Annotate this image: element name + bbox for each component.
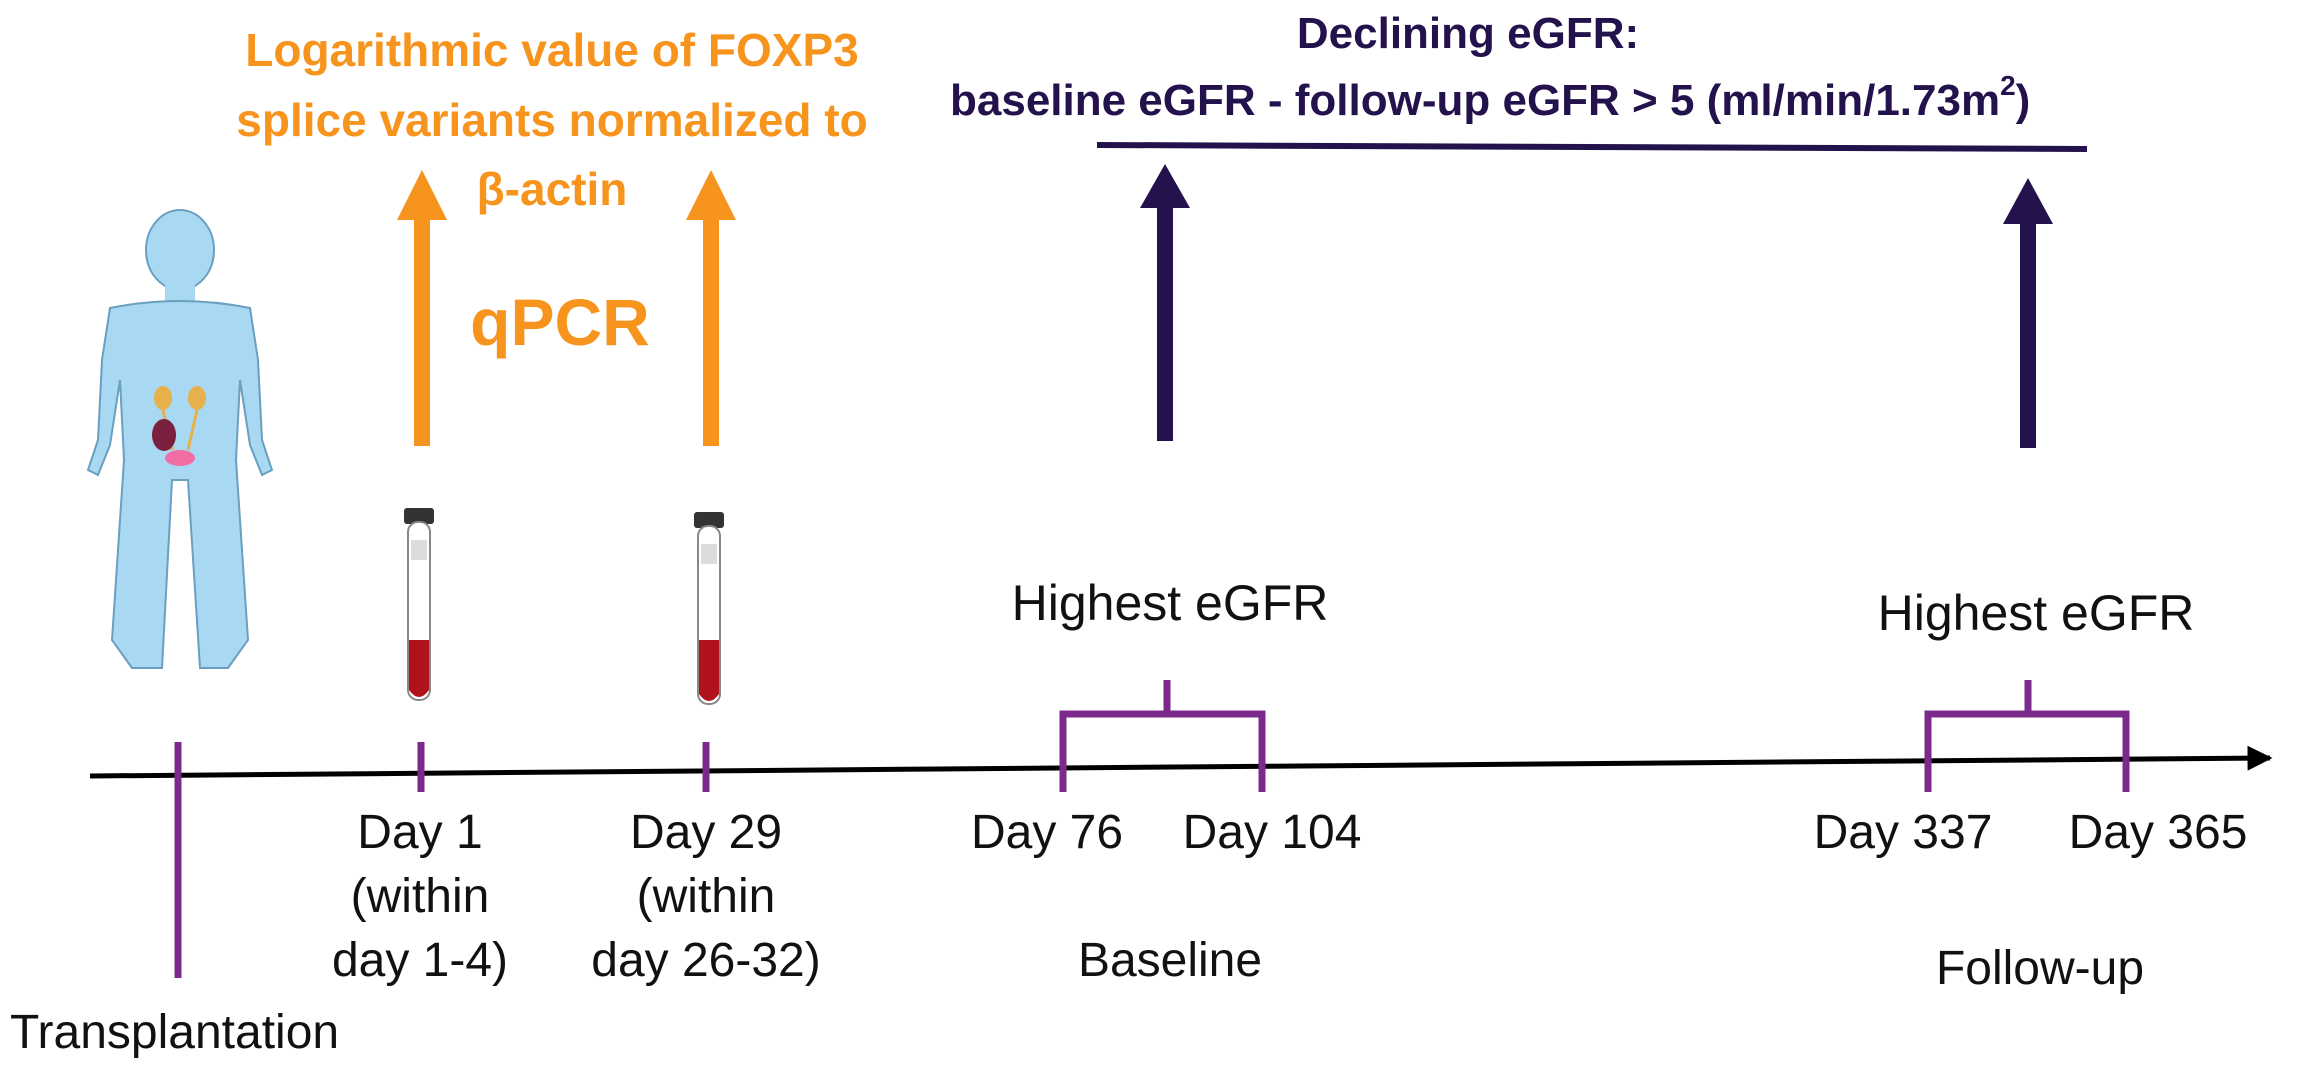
day29-window-line-2: day 26-32) xyxy=(591,934,820,987)
day29-label: Day 29 xyxy=(630,806,782,859)
baseline-bracket xyxy=(1059,680,1266,792)
day365-label: Day 365 xyxy=(2069,806,2248,859)
qpcr-label: qPCR xyxy=(470,285,650,359)
timeline-axis xyxy=(89,745,2273,779)
day76-label: Day 76 xyxy=(971,806,1123,859)
day1-label: Day 1 xyxy=(357,806,482,859)
transplantation-label: Transplantation xyxy=(10,1006,339,1059)
highest-egfr-followup: Highest eGFR xyxy=(1878,585,2195,641)
day337-label: Day 337 xyxy=(1814,806,1993,859)
human-body-kidneys-icon xyxy=(86,209,274,669)
blood-tube-icon-day29 xyxy=(694,512,724,705)
qpcr-title-line-1: Logarithmic value of FOXP3 xyxy=(245,24,858,76)
egfr-bar-line xyxy=(1096,142,2088,152)
qpcr-title-line-2: splice variants normalized to xyxy=(236,94,867,146)
egfr-title-line-1: Declining eGFR: xyxy=(1297,9,1639,58)
day1-window-line-2: day 1-4) xyxy=(332,934,508,987)
day1-window-line-1: (within xyxy=(351,870,490,923)
baseline-label: Baseline xyxy=(1078,934,1262,987)
egfr-formula: baseline eGFR - follow-up eGFR > 5 (ml/m… xyxy=(950,76,2000,125)
egfr-formula-superscript: 2 xyxy=(2000,70,2016,101)
day29-window-line-1: (within xyxy=(637,870,776,923)
orange-arrow-day1 xyxy=(397,170,447,446)
day104-label: Day 104 xyxy=(1183,806,1362,859)
followup-label: Follow-up xyxy=(1936,942,2144,995)
navy-arrow-baseline xyxy=(1140,164,1190,441)
egfr-title-line-2: baseline eGFR - follow-up eGFR > 5 (ml/m… xyxy=(950,70,2030,125)
navy-arrow-followup xyxy=(2003,178,2053,448)
qpcr-title-line-3: β-actin xyxy=(477,163,628,215)
highest-egfr-baseline: Highest eGFR xyxy=(1012,575,1329,631)
followup-bracket xyxy=(1924,680,2130,792)
egfr-formula-end: ) xyxy=(2016,76,2031,125)
orange-arrow-day29 xyxy=(686,170,736,446)
blood-tube-icon-day1 xyxy=(404,508,434,701)
